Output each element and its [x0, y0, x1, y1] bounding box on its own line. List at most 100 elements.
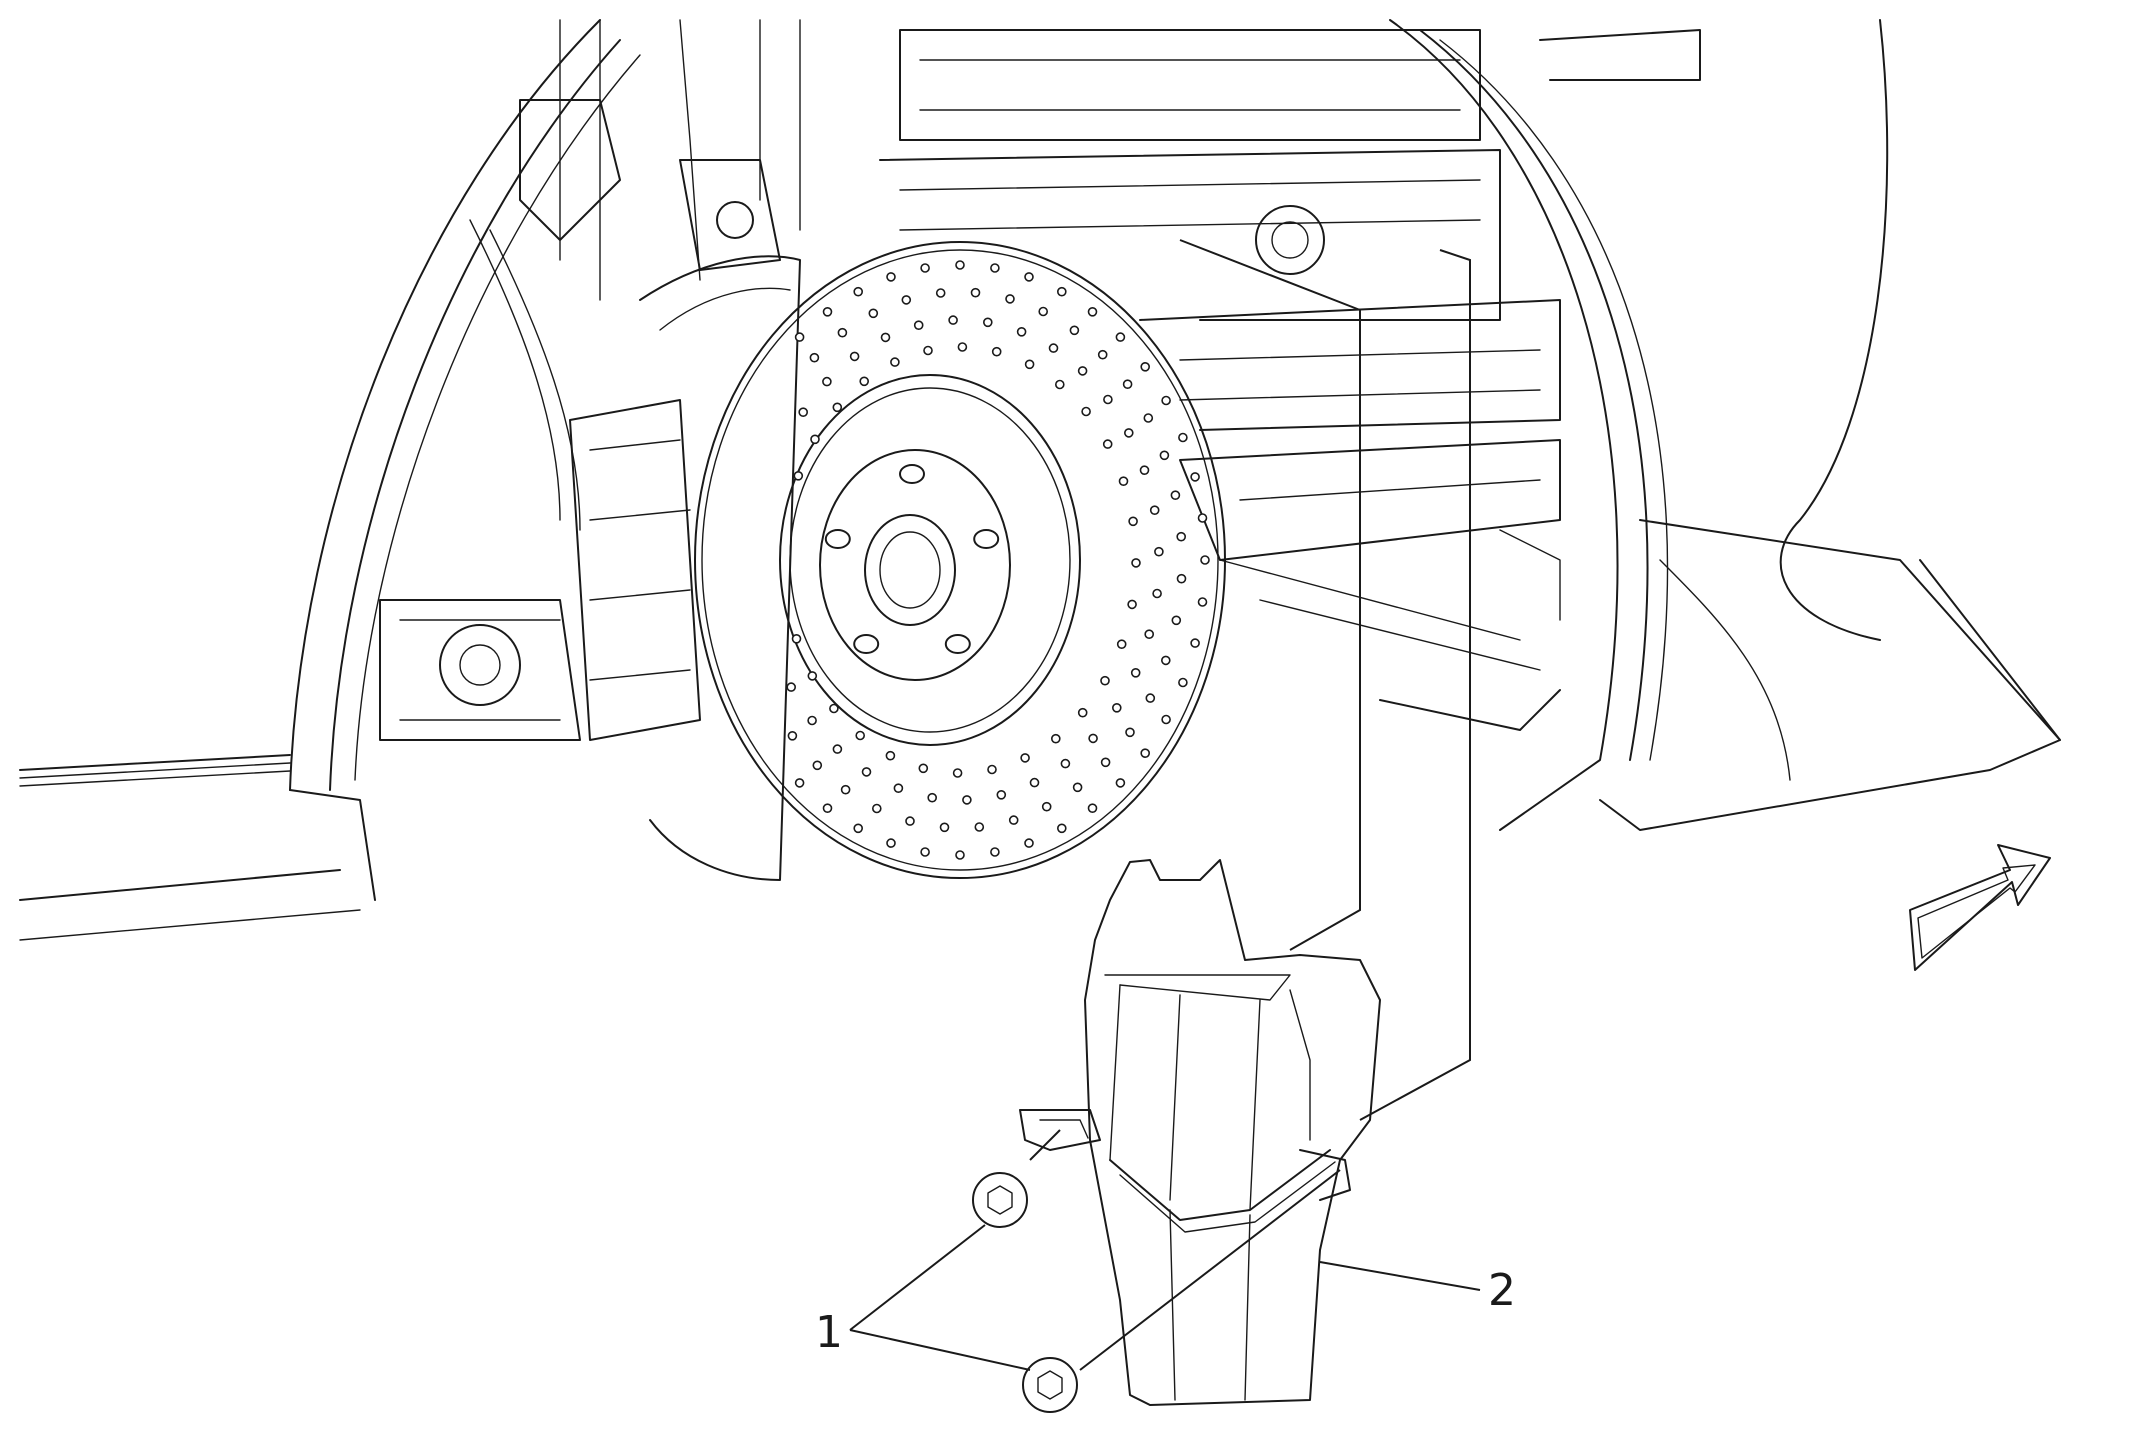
disc-hole: [1122, 379, 1133, 390]
disc-hole: [861, 767, 872, 777]
disc-drill-holes: [786, 260, 1210, 860]
disc-hole: [1069, 325, 1080, 336]
disc-hole: [829, 703, 839, 714]
fastener-lower: [1022, 1357, 1078, 1413]
disc-hole: [1077, 366, 1088, 376]
disc-hole: [1020, 753, 1030, 763]
disc-hole: [786, 682, 797, 692]
disc-hole: [1131, 558, 1141, 568]
disc-hole: [1152, 588, 1162, 599]
disc-hole: [885, 750, 896, 761]
disc-hole: [1038, 306, 1048, 317]
disc-hole: [1072, 782, 1083, 793]
disc-hole: [1024, 359, 1035, 370]
disc-hole: [1055, 379, 1065, 390]
disc-hole: [822, 803, 833, 814]
wheel-studs: [824, 464, 1000, 654]
disc-hole: [1170, 490, 1181, 501]
disc-hole: [955, 260, 965, 270]
disc-hole: [840, 784, 851, 795]
callout-2: 2: [1319, 1261, 1516, 1316]
disc-hole: [1057, 286, 1067, 297]
disc-hole: [849, 351, 860, 362]
disc-hole: [1115, 332, 1126, 342]
disc-hole: [807, 715, 817, 726]
disc-hole: [1029, 777, 1040, 788]
disc-hole: [1102, 439, 1113, 449]
disc-hole: [1200, 555, 1210, 565]
disc-hole: [886, 838, 896, 848]
disc-hole: [1048, 343, 1059, 353]
disc-hole: [890, 357, 900, 367]
installation-guide-lines: [1029, 239, 1471, 1371]
disc-hole: [832, 402, 843, 413]
disc-hole: [793, 470, 804, 481]
disc-hole: [893, 783, 904, 794]
disc-hole: [1097, 349, 1108, 360]
disc-hole: [905, 816, 915, 826]
disc-hole: [853, 823, 864, 834]
disc-hole: [952, 768, 963, 778]
disc-hole: [939, 822, 950, 833]
brake-air-deflector: [1019, 859, 1381, 1406]
disc-hole: [1051, 733, 1061, 744]
disc-hole: [1130, 667, 1141, 678]
disc-hole: [1127, 599, 1137, 610]
disc-hole: [1081, 406, 1091, 417]
rocker-panel: [19, 754, 376, 941]
disc-hole: [1145, 693, 1156, 703]
disc-hole: [822, 306, 833, 317]
disc-hole: [1161, 655, 1171, 666]
disc-hole: [1088, 733, 1098, 744]
disc-hole: [970, 287, 981, 298]
disc-hole: [1118, 476, 1129, 487]
disc-hole: [1159, 450, 1170, 461]
disc-hole: [1057, 823, 1067, 834]
disc-hole: [812, 760, 823, 771]
disc-hole: [807, 671, 818, 681]
disc-hole: [794, 332, 805, 342]
disc-hole: [1016, 326, 1027, 337]
disc-hole: [832, 744, 843, 754]
disc-hole: [871, 803, 882, 814]
disc-hole: [1139, 465, 1150, 476]
suspension-assembly: [379, 99, 801, 881]
disc-hole: [1103, 394, 1113, 405]
disc-hole: [1024, 272, 1034, 282]
disc-hole: [901, 295, 912, 305]
disc-hole: [1140, 361, 1150, 372]
disc-hole: [1077, 707, 1088, 718]
disc-hole: [1197, 513, 1208, 523]
disc-hole: [1140, 748, 1150, 759]
disc-hole: [855, 730, 866, 741]
disc-hole: [1005, 294, 1015, 304]
disc-hole: [1178, 432, 1188, 443]
callout-2-label: 2: [1488, 1265, 1516, 1316]
disc-hole: [868, 308, 879, 319]
disc-hole: [920, 847, 930, 857]
disc-hole: [918, 763, 929, 774]
disc-hole: [923, 345, 933, 356]
disc-hole: [1087, 306, 1098, 317]
fastener-upper: [972, 1172, 1028, 1228]
disc-hole: [1171, 615, 1182, 626]
disc-hole: [837, 327, 848, 338]
disc-hole: [791, 633, 802, 644]
disc-hole: [1190, 638, 1200, 648]
disc-hole: [794, 778, 805, 788]
disc-hole: [990, 847, 1000, 857]
wheel-stud: [899, 464, 925, 484]
disc-hole: [798, 407, 809, 418]
disc-hole: [1197, 597, 1208, 607]
disc-hole: [886, 272, 896, 282]
disc-hole: [990, 263, 1000, 273]
disc-hole: [822, 376, 832, 387]
wheel-stud: [824, 529, 851, 549]
disc-hole: [1100, 757, 1111, 768]
brake-disc: [694, 241, 1226, 879]
disc-hole: [935, 288, 946, 298]
disc-hole: [1176, 573, 1187, 584]
disc-hole: [955, 850, 965, 860]
disc-hole: [913, 320, 924, 331]
disc-hole: [920, 263, 930, 273]
